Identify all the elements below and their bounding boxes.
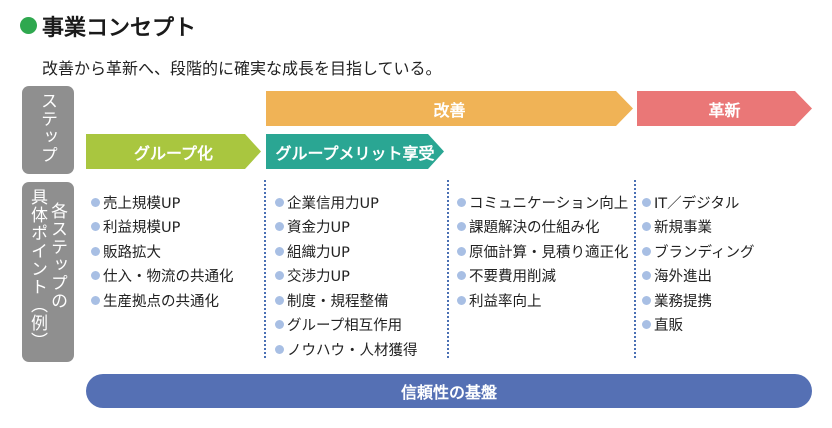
point-item: 資金力UP [275,215,418,240]
point-item: 直販 [642,313,754,338]
point-item: 企業信用力UP [275,190,418,215]
point-item: 海外進出 [642,264,754,289]
bullet-icon [91,197,100,207]
bullet-icon [91,222,100,232]
bullet-icon [275,344,284,354]
bullet-icon [275,271,284,281]
bullet-icon [457,271,466,281]
column-divider [264,180,266,358]
point-item: 利益率向上 [457,288,629,313]
point-item: 生産拠点の共通化 [91,288,234,313]
side-label-step: ステップ [37,92,57,164]
point-item: 新規事業 [642,215,754,240]
point-item: 売上規模UP [91,190,234,215]
bullet-icon [642,320,651,330]
point-item: 不要費用削減 [457,264,629,289]
bullet-icon [642,295,651,305]
foundation-bar: 信頼性の基盤 [86,374,812,408]
page-subtitle: 改善から革新へ、段階的に確実な成長を目指している。 [42,59,442,78]
column-divider [634,180,636,358]
bullet-icon [275,295,284,305]
bullet-icon [275,246,284,256]
point-item: 組織力UP [275,239,418,264]
bullet-icon [91,271,100,281]
point-item: 原価計算・見積り適正化 [457,239,629,264]
bullet-icon [275,222,284,232]
points-column-3: コミュニケーション向上 課題解決の仕組み化 原価計算・見積り適正化 不要費用削減… [457,190,629,313]
column-divider [447,180,449,358]
point-item: 制度・規程整備 [275,288,418,313]
step-arrow-kaizen: 改善 [266,91,633,126]
step-arrow-group-merit: グループメリット享受 [266,134,444,169]
bullet-icon [275,197,284,207]
points-column-1: 売上規模UP 利益規模UP 販路拡大 仕入・物流の共通化 生産拠点の共通化 [91,190,234,313]
title-bullet-icon [20,17,37,34]
point-item: 交渉力UP [275,264,418,289]
bullet-icon [91,295,100,305]
point-item: 販路拡大 [91,239,234,264]
bullet-icon [457,295,466,305]
point-item: 業務提携 [642,288,754,313]
point-item: IT／デジタル [642,190,754,215]
point-item: 課題解決の仕組み化 [457,215,629,240]
point-item: ノウハウ・人材獲得 [275,337,418,362]
side-label-step-panel: ステップ [22,86,74,174]
point-item: グループ相互作用 [275,313,418,338]
side-label-points-panel: 各ステップの 具体ポイント（例） [22,182,74,362]
bullet-icon [642,222,651,232]
points-column-4: IT／デジタル 新規事業 ブランディング 海外進出 業務提携 直販 [642,190,754,337]
step-arrow-kakushin: 革新 [637,91,812,126]
bullet-icon [642,246,651,256]
bullet-icon [642,197,651,207]
page-title: 事業コンセプト [42,16,197,41]
bullet-icon [275,320,284,330]
points-column-2: 企業信用力UP 資金力UP 組織力UP 交渉力UP 制度・規程整備 グループ相互… [275,190,418,362]
step-arrow-group: グループ化 [86,134,261,169]
bullet-icon [457,197,466,207]
point-item: 仕入・物流の共通化 [91,264,234,289]
bullet-icon [91,246,100,256]
side-label-points-line2: 具体ポイント（例） [27,188,47,350]
point-item: コミュニケーション向上 [457,190,629,215]
bullet-icon [642,271,651,281]
point-item: 利益規模UP [91,215,234,240]
side-label-points-line1: 各ステップの [47,202,67,310]
bullet-icon [457,222,466,232]
bullet-icon [457,246,466,256]
point-item: ブランディング [642,239,754,264]
